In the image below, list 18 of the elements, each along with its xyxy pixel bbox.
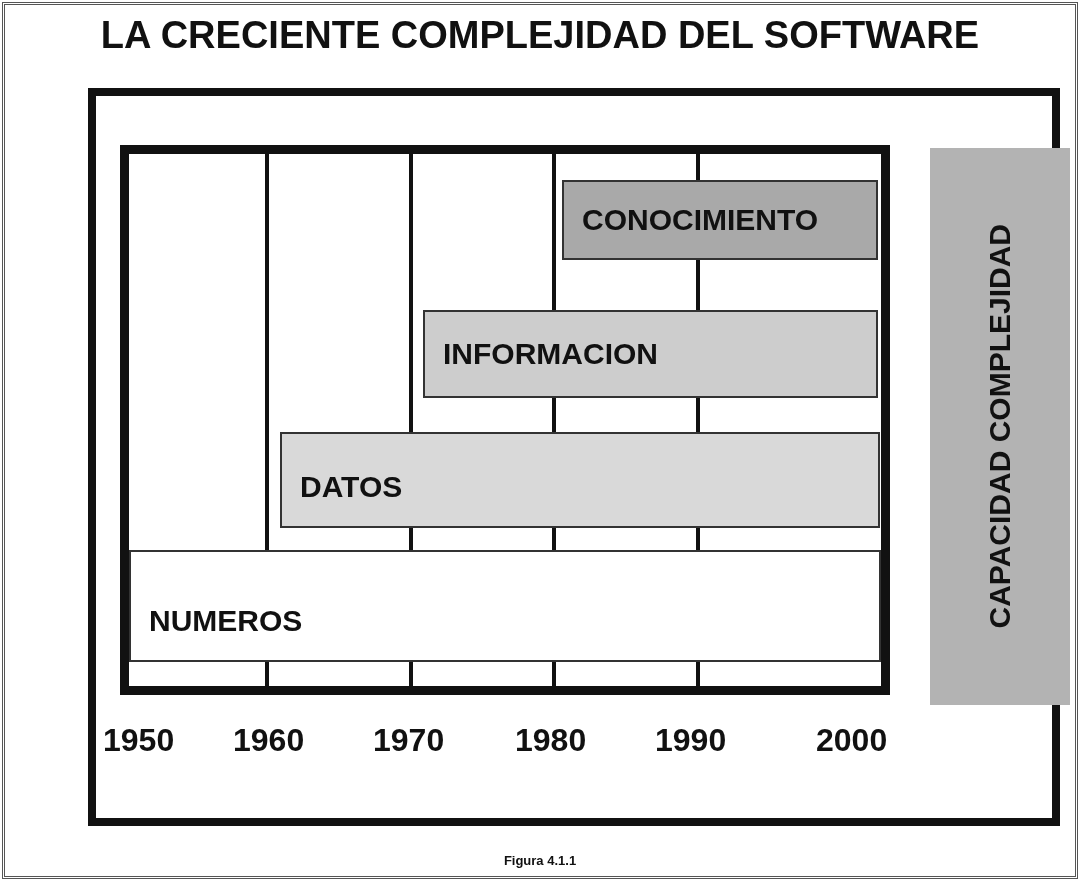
- year-label: 1950: [103, 722, 175, 759]
- year-label: 1970: [373, 722, 445, 759]
- axis-band: [930, 148, 1070, 705]
- bar-label: NUMEROS: [148, 604, 303, 638]
- timeline-bar: [423, 310, 878, 398]
- year-label: 1980: [515, 722, 587, 759]
- year-label: 1960: [233, 722, 305, 759]
- title: LA CRECIENTE COMPLEJIDAD DEL SOFTWARE: [99, 14, 981, 57]
- timeline-bar: [562, 180, 878, 260]
- year-label: 1990: [655, 722, 727, 759]
- caption: Figura 4.1.1: [502, 853, 578, 868]
- bar-label: INFORMACION: [442, 337, 658, 371]
- timeline-bar: [129, 550, 881, 662]
- bar-label: DATOS: [299, 470, 403, 504]
- bar-label: CONOCIMIENTO: [581, 203, 819, 237]
- axis-label: CAPACIDAD COMPLEJIDAD: [983, 224, 1017, 629]
- timeline-bar: [280, 432, 880, 528]
- year-label: 2000: [816, 722, 888, 759]
